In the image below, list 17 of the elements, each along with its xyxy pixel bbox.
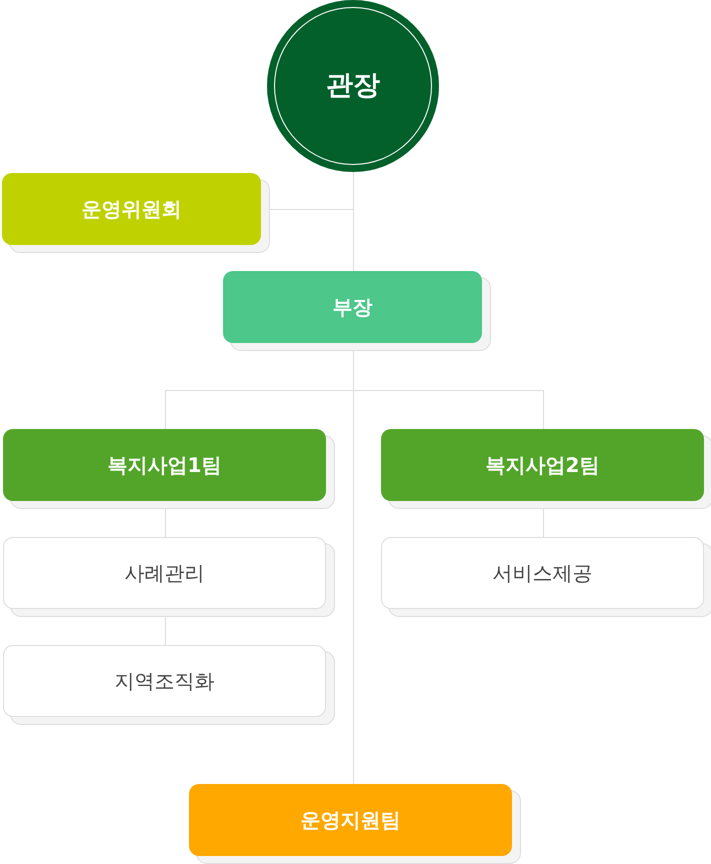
node-label: 운영위원회: [82, 196, 182, 222]
org-chart-box: [3, 429, 326, 501]
node-label: 운영지원팀: [300, 808, 400, 832]
connector-line: [165, 390, 354, 430]
org-chart-box: [189, 784, 512, 856]
node-label: 복지사업2팀: [486, 452, 600, 478]
node-label: 복지사업1팀: [108, 452, 222, 478]
org-chart-box: [381, 429, 704, 501]
node-label: 서비스제공: [492, 560, 592, 586]
node-label: 지역조직화: [114, 668, 214, 694]
connector-line: [353, 390, 354, 784]
node-label: 부장: [332, 294, 372, 320]
node-label: 관장: [326, 69, 380, 103]
org-chart-box: [223, 271, 482, 343]
org-chart-box: [2, 173, 261, 245]
node-label: 사례관리: [124, 560, 204, 586]
connector-line: [353, 390, 544, 430]
